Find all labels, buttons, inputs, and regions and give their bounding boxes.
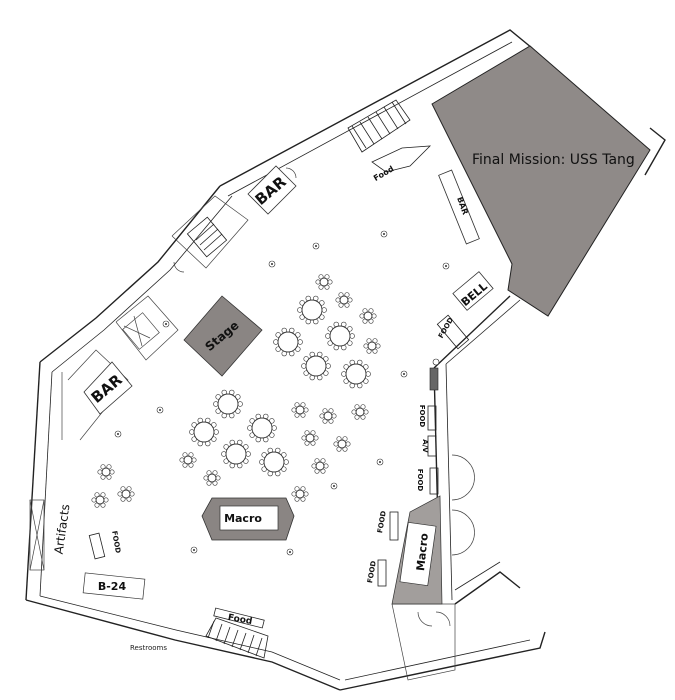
b24: B-24	[82, 572, 146, 600]
exhibit-title: Final Mission: USS Tang	[472, 152, 635, 168]
cocktail-table	[333, 436, 351, 452]
cocktail-table	[311, 458, 329, 474]
round-table-large	[247, 413, 277, 443]
round-table-large	[341, 359, 371, 389]
highboy-marker	[162, 320, 170, 328]
staircase-top	[347, 99, 411, 153]
exhibit-area	[431, 45, 651, 317]
round-table-large	[273, 327, 303, 357]
cocktail-table	[179, 452, 197, 468]
cocktail-table	[97, 464, 115, 480]
food-lower-1-label: FOOD	[376, 510, 388, 534]
food-right-top-label: FOOD	[437, 316, 455, 340]
restrooms-label: Restrooms	[130, 644, 167, 652]
round-table-large	[189, 417, 219, 447]
round-table-large	[213, 389, 243, 419]
elevator	[122, 312, 160, 350]
bar-upper: BAR	[247, 165, 297, 215]
highboy-marker	[330, 482, 338, 490]
cocktail-table	[291, 402, 309, 418]
stage: Stage	[183, 295, 263, 377]
cocktail-table	[351, 404, 369, 420]
av-label: A/V	[421, 439, 429, 453]
cocktail-table	[91, 492, 109, 508]
table-layout	[91, 230, 450, 556]
macro-right: Macro	[391, 495, 443, 605]
food-right-low-label: FOOD	[416, 469, 424, 492]
cocktail-table	[335, 292, 353, 308]
cocktail-table	[359, 308, 377, 324]
round-table-large	[297, 295, 327, 325]
highboy-marker	[380, 230, 388, 238]
macro-center-label: Macro	[224, 512, 262, 525]
staircase-bottom	[205, 617, 269, 659]
highboy-marker	[114, 430, 122, 438]
highboy-marker	[286, 548, 294, 556]
cocktail-table	[301, 430, 319, 446]
highboy-marker	[190, 546, 198, 554]
staircase-left-upper	[186, 216, 228, 258]
highboy-marker	[156, 406, 164, 414]
highboy-marker	[312, 242, 320, 250]
food-right-mid-label: FOOD	[418, 405, 426, 428]
food-lower-2-label: FOOD	[366, 560, 378, 584]
cocktail-table	[117, 486, 135, 502]
cocktail-table	[363, 338, 381, 354]
food-top-label: Food	[372, 164, 396, 183]
highboy-marker	[268, 260, 276, 268]
bar-right: BAR	[438, 169, 480, 245]
exhibit-uss-tang: Final Mission: USS Tang	[431, 45, 666, 317]
cocktail-table	[291, 486, 309, 502]
macro-center: Macro	[201, 497, 295, 541]
round-table-large	[301, 351, 331, 381]
cocktail-table	[315, 274, 333, 290]
macro-right-label: Macro	[414, 532, 431, 571]
b24-label: B-24	[98, 580, 127, 593]
bar-lower: BAR	[83, 361, 133, 415]
round-table-large	[325, 321, 355, 351]
bell: BELL	[452, 271, 494, 311]
highboy-marker	[442, 262, 450, 270]
round-table-large	[259, 447, 289, 477]
round-table-large	[221, 439, 251, 469]
highboy-marker	[376, 458, 384, 466]
highboy-marker	[400, 370, 408, 378]
artifacts-label: Artifacts	[52, 503, 73, 555]
food-bottom-label: Food	[227, 613, 253, 627]
cocktail-table	[319, 408, 337, 424]
food-left-label: FOOD	[110, 530, 122, 554]
cocktail-table	[203, 470, 221, 486]
